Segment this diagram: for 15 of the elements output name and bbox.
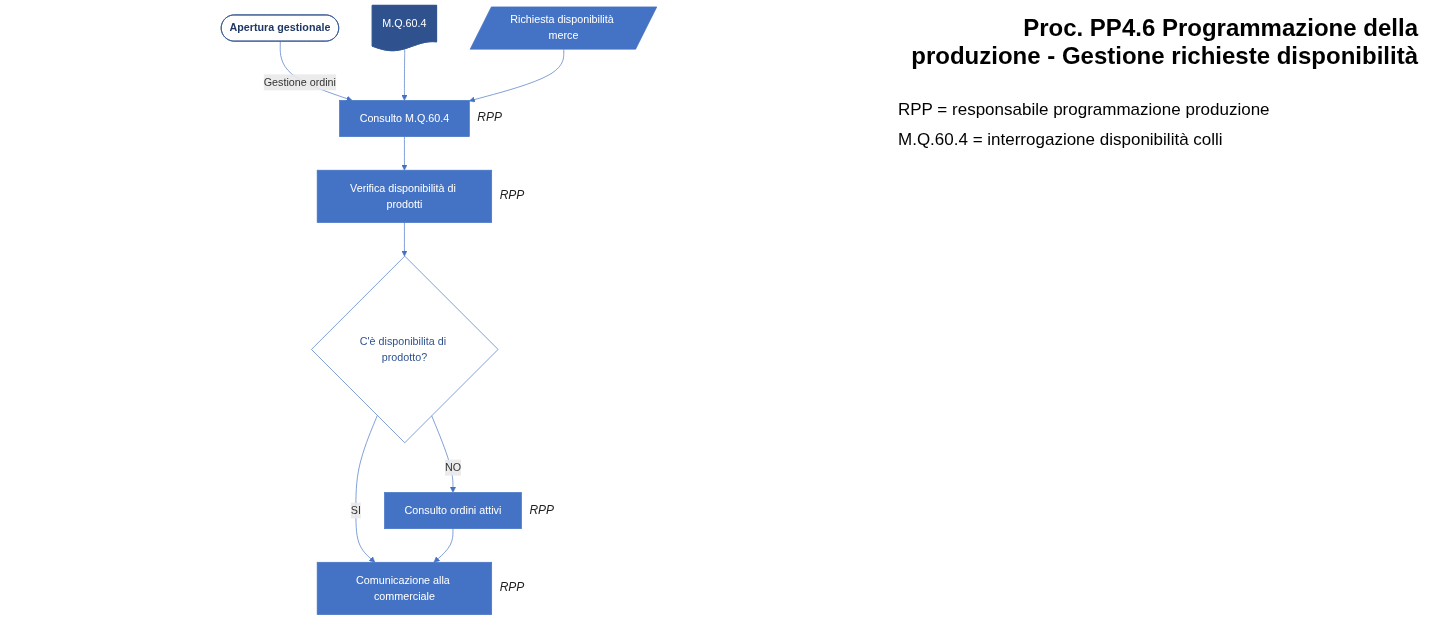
- note-text: RPP = responsabile programmazione produzione: [898, 100, 1271, 120]
- edge-label: Gestione ordini: [263, 76, 336, 88]
- node-box: Consulto ordini attivi: [384, 492, 522, 530]
- role-label: RPP: [499, 580, 525, 595]
- edge-label: NO: [444, 461, 462, 473]
- diagram-title: Proc. PP4.6 Programmazione della produzione - Gestione richieste disponibilità: [910, 14, 1418, 70]
- edge-label: SI: [350, 504, 361, 516]
- node-box: Verifica disponibilità di prodotti: [316, 169, 493, 223]
- role-label: RPP: [477, 110, 503, 125]
- node-box: Comunicazione alla commerciale: [316, 561, 493, 615]
- role-label: RPP: [529, 502, 555, 517]
- node-diamond: C'è disponibilita di prodotto?: [311, 255, 499, 444]
- note-text: M.Q.60.4 = interrogazione disponibilità colli: [898, 130, 1224, 150]
- node-box: Consulto M.Q.60.4: [339, 100, 470, 137]
- role-label: RPP: [499, 188, 525, 203]
